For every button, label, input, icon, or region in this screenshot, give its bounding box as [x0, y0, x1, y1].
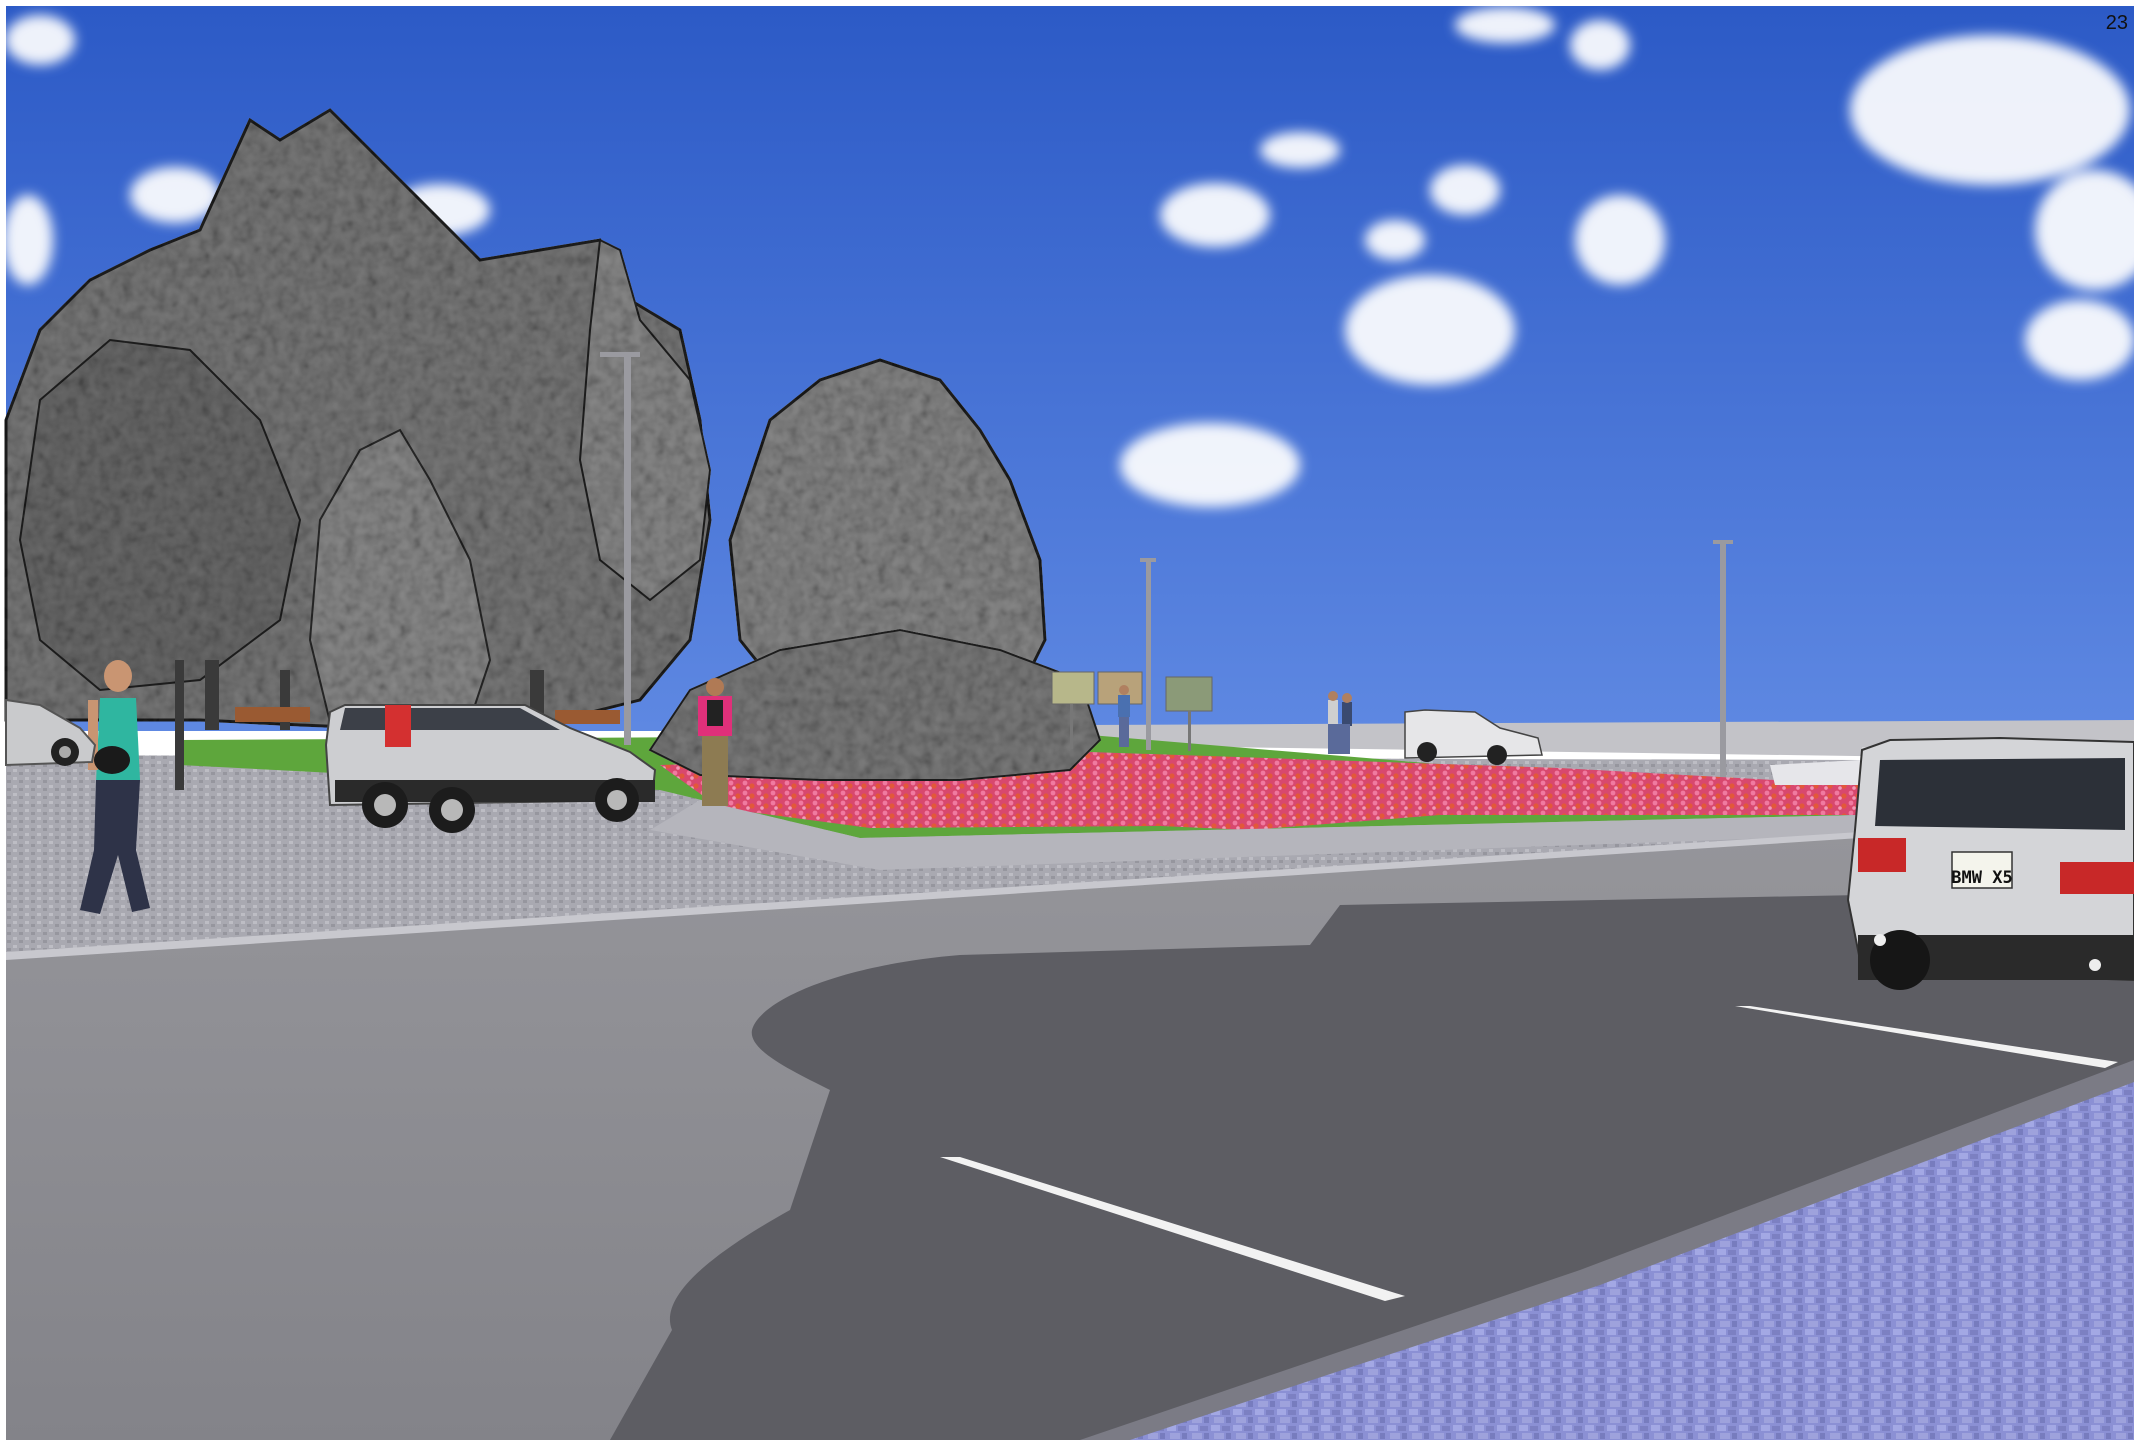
- clouds: [3, 7, 2134, 507]
- page-number: 23: [2105, 12, 2128, 34]
- gravel-path: [650, 800, 1860, 870]
- tree-group: [4, 108, 712, 732]
- parking-line: [940, 1157, 1405, 1301]
- building-shadow: [610, 895, 2134, 1440]
- person-woman-walking: [80, 660, 150, 914]
- benches: [235, 707, 620, 724]
- parking-line: [1735, 1006, 2118, 1068]
- steps: [1770, 760, 1860, 785]
- curb-line: [6, 832, 1860, 960]
- bush: [648, 628, 1102, 781]
- person-distant: [1118, 685, 1130, 747]
- street-lamps: [600, 352, 1733, 777]
- info-signs: [1051, 671, 1213, 751]
- car-bmw-x5: BMW X5: [1846, 736, 2134, 990]
- car-distant: [1404, 709, 1543, 765]
- car-parked-left: [5, 698, 97, 767]
- person-couple: [1328, 691, 1352, 754]
- car-suv-silver: [324, 704, 657, 833]
- person-pink-shirt: [698, 678, 732, 806]
- car-license-plate: BMW X5: [1951, 868, 2012, 888]
- cobble-sidewalk: [1125, 1075, 2134, 1440]
